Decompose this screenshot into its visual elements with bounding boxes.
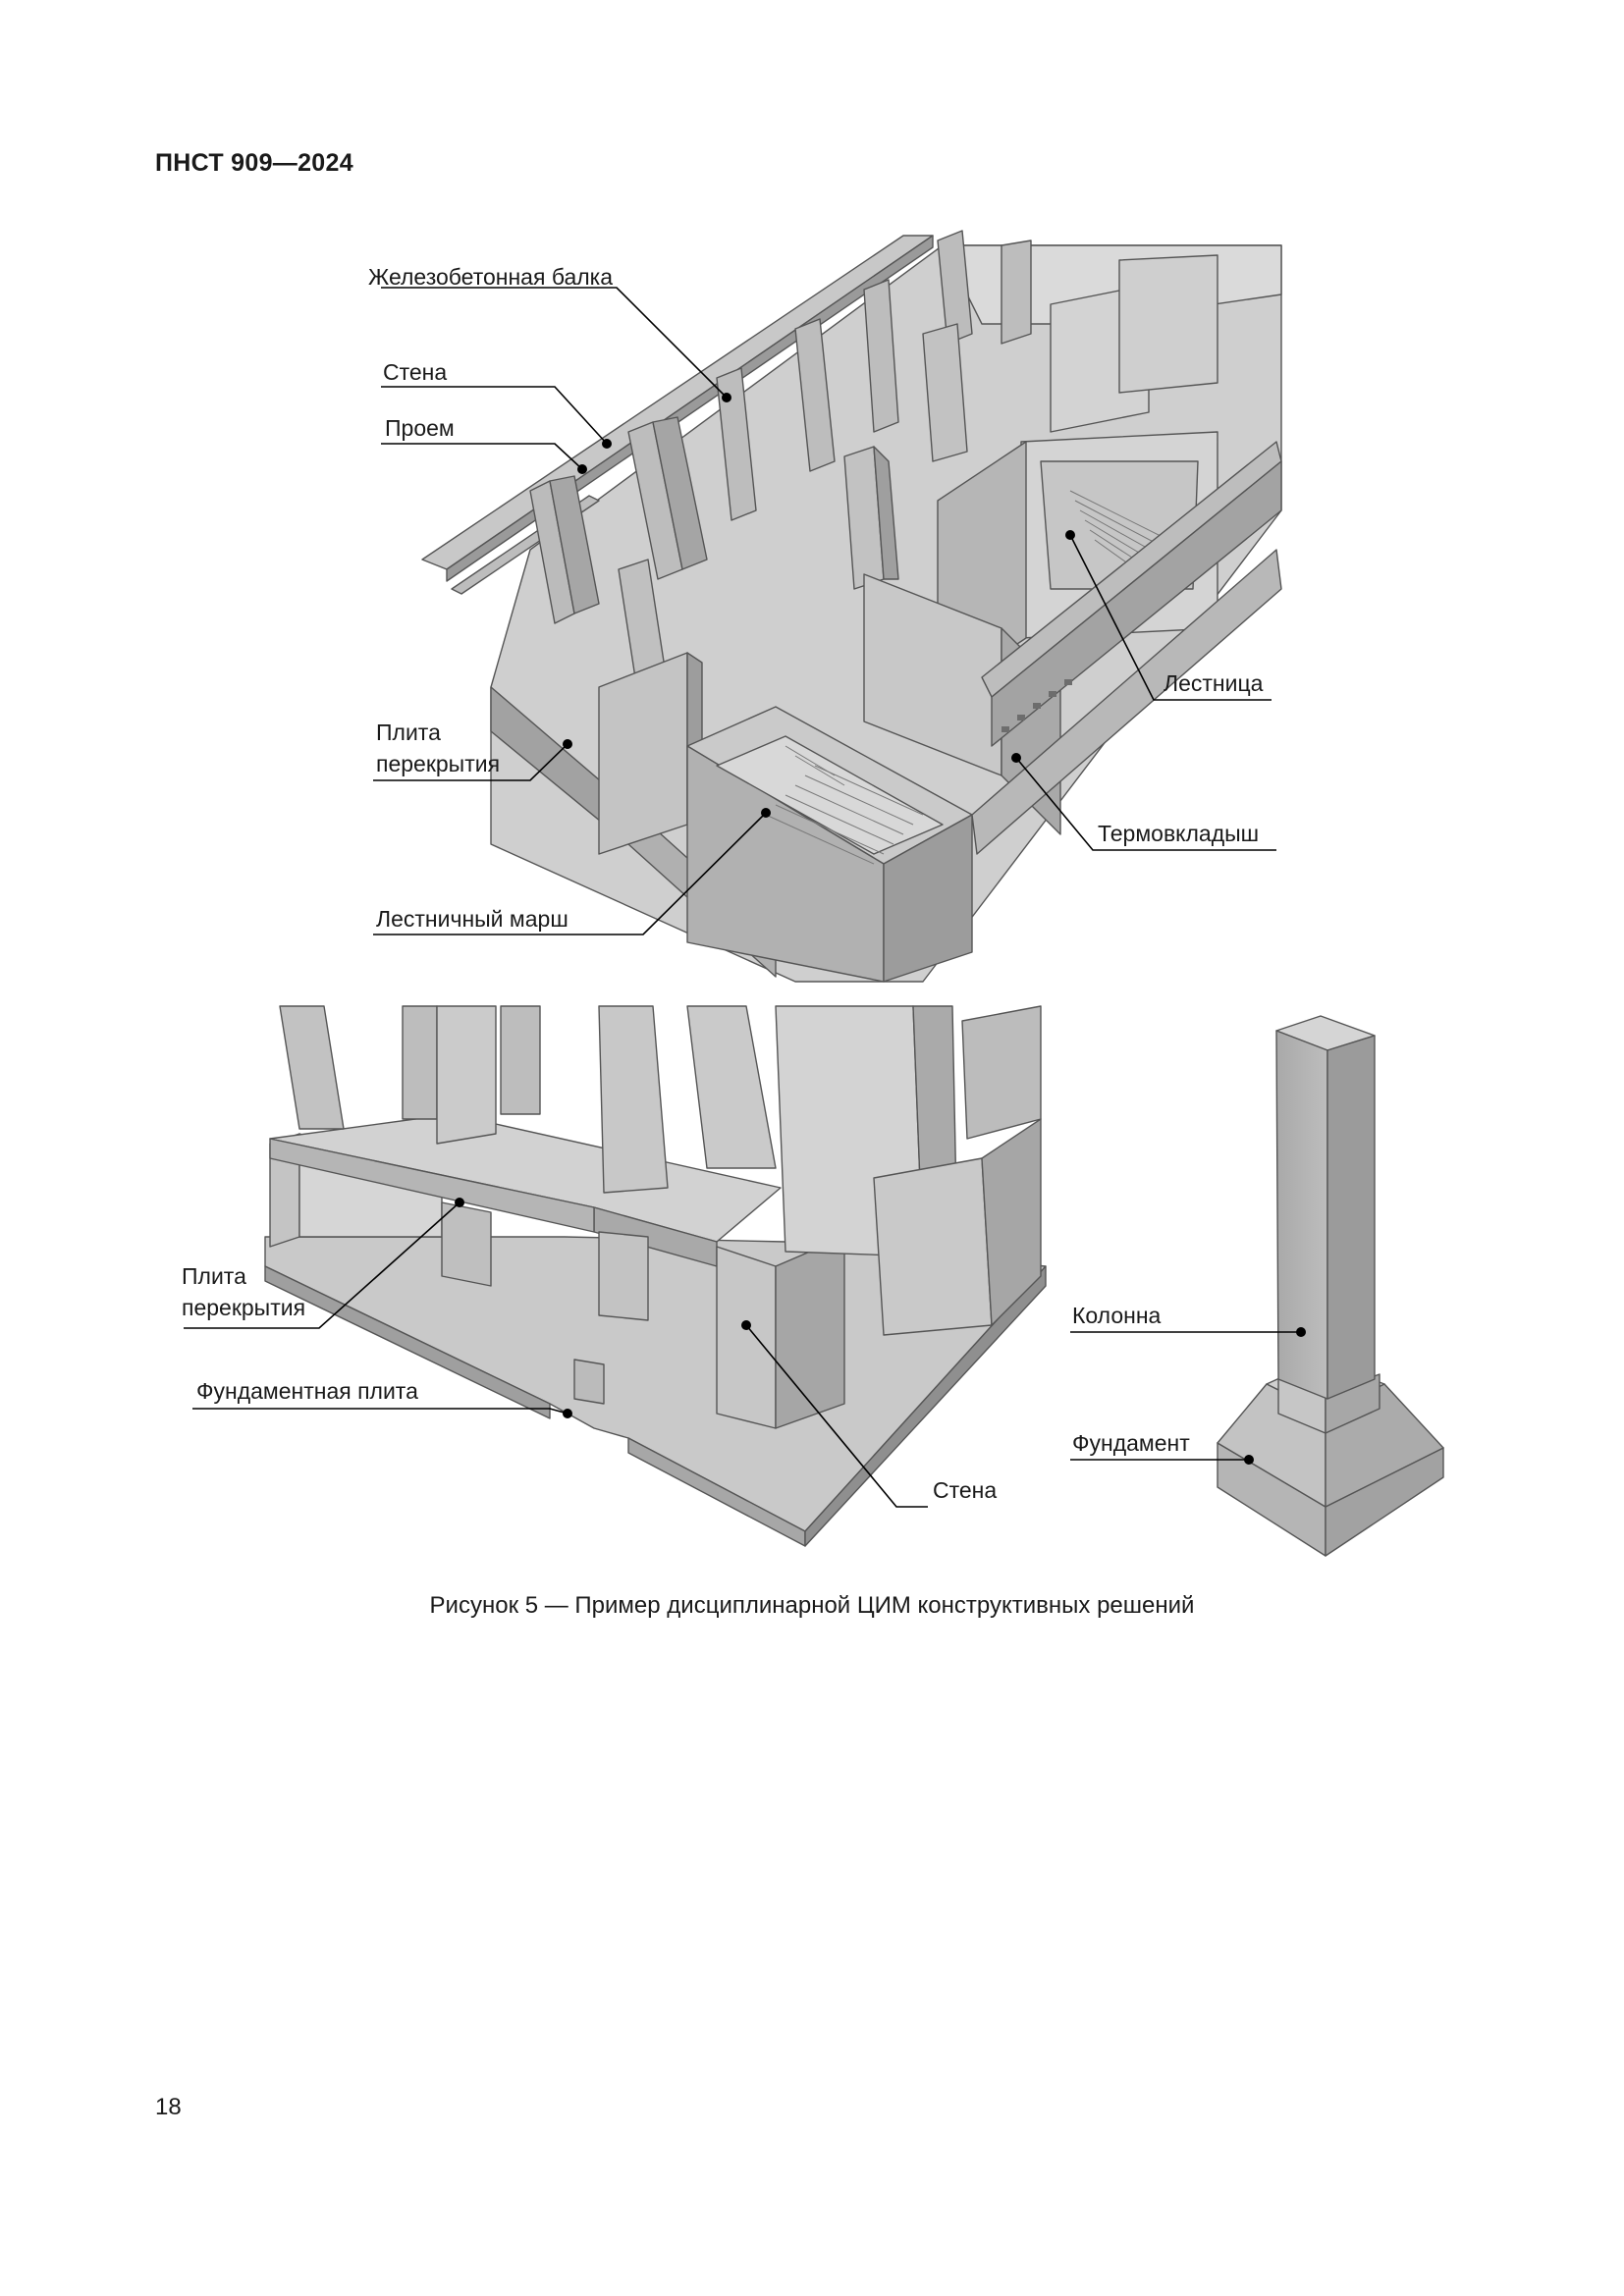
label-thermal-insert: Термовкладыш [1098, 821, 1259, 846]
label-slab-top-2: перекрытия [376, 751, 500, 776]
label-foundation-slab: Фундаментная плита [196, 1378, 418, 1404]
label-slab-bottom-2: перекрытия [182, 1295, 305, 1320]
document-id: ПНСТ 909—2024 [155, 149, 353, 177]
top-leader-dots [563, 393, 1075, 818]
label-wall-top: Стена [383, 359, 447, 385]
basement-illustration [264, 1005, 1047, 1547]
page-number: 18 [155, 2094, 182, 2120]
label-opening: Проем [385, 415, 455, 441]
top-leaders [373, 287, 1276, 935]
top-building-illustration [421, 230, 1282, 983]
figure-caption: Рисунок 5 — Пример дисциплинарной ЦИМ ко… [429, 1592, 1195, 1619]
label-slab-top-1: Плита [376, 720, 441, 745]
basement-leaders [184, 1201, 928, 1508]
label-beam: Железобетонная балка [368, 264, 613, 290]
column-leaders [1070, 1331, 1301, 1461]
label-foundation: Фундамент [1072, 1430, 1190, 1456]
label-wall-bottom: Стена [933, 1477, 997, 1503]
column-leader-dots [1244, 1327, 1306, 1465]
label-staircase: Лестница [1164, 670, 1264, 696]
label-slab-bottom-1: Плита [182, 1263, 246, 1289]
basement-leader-dots [455, 1198, 751, 1418]
column-illustration [1217, 1015, 1444, 1557]
label-column: Колонна [1072, 1303, 1162, 1328]
label-stair-flight: Лестничный марш [376, 906, 568, 932]
